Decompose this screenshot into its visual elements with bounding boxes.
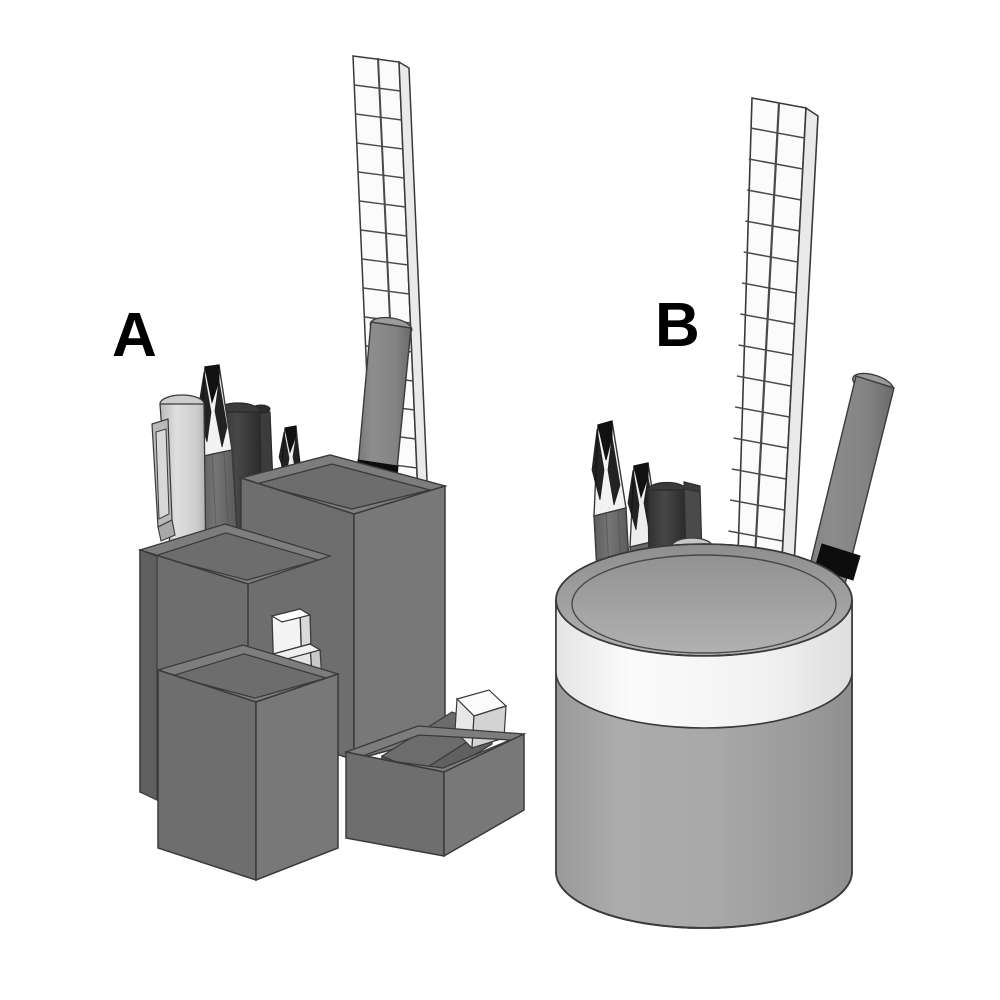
organizer-a-group	[137, 55, 527, 882]
label-b: B	[655, 291, 700, 360]
label-a: A	[112, 301, 157, 370]
compartment-a-low-front	[155, 607, 341, 882]
organizer-b-group	[555, 97, 895, 929]
cup-b-body	[555, 554, 853, 929]
compartment-a-side-tray	[343, 689, 527, 858]
ruler-b	[728, 97, 819, 568]
pen-a-light-clip	[151, 394, 207, 576]
